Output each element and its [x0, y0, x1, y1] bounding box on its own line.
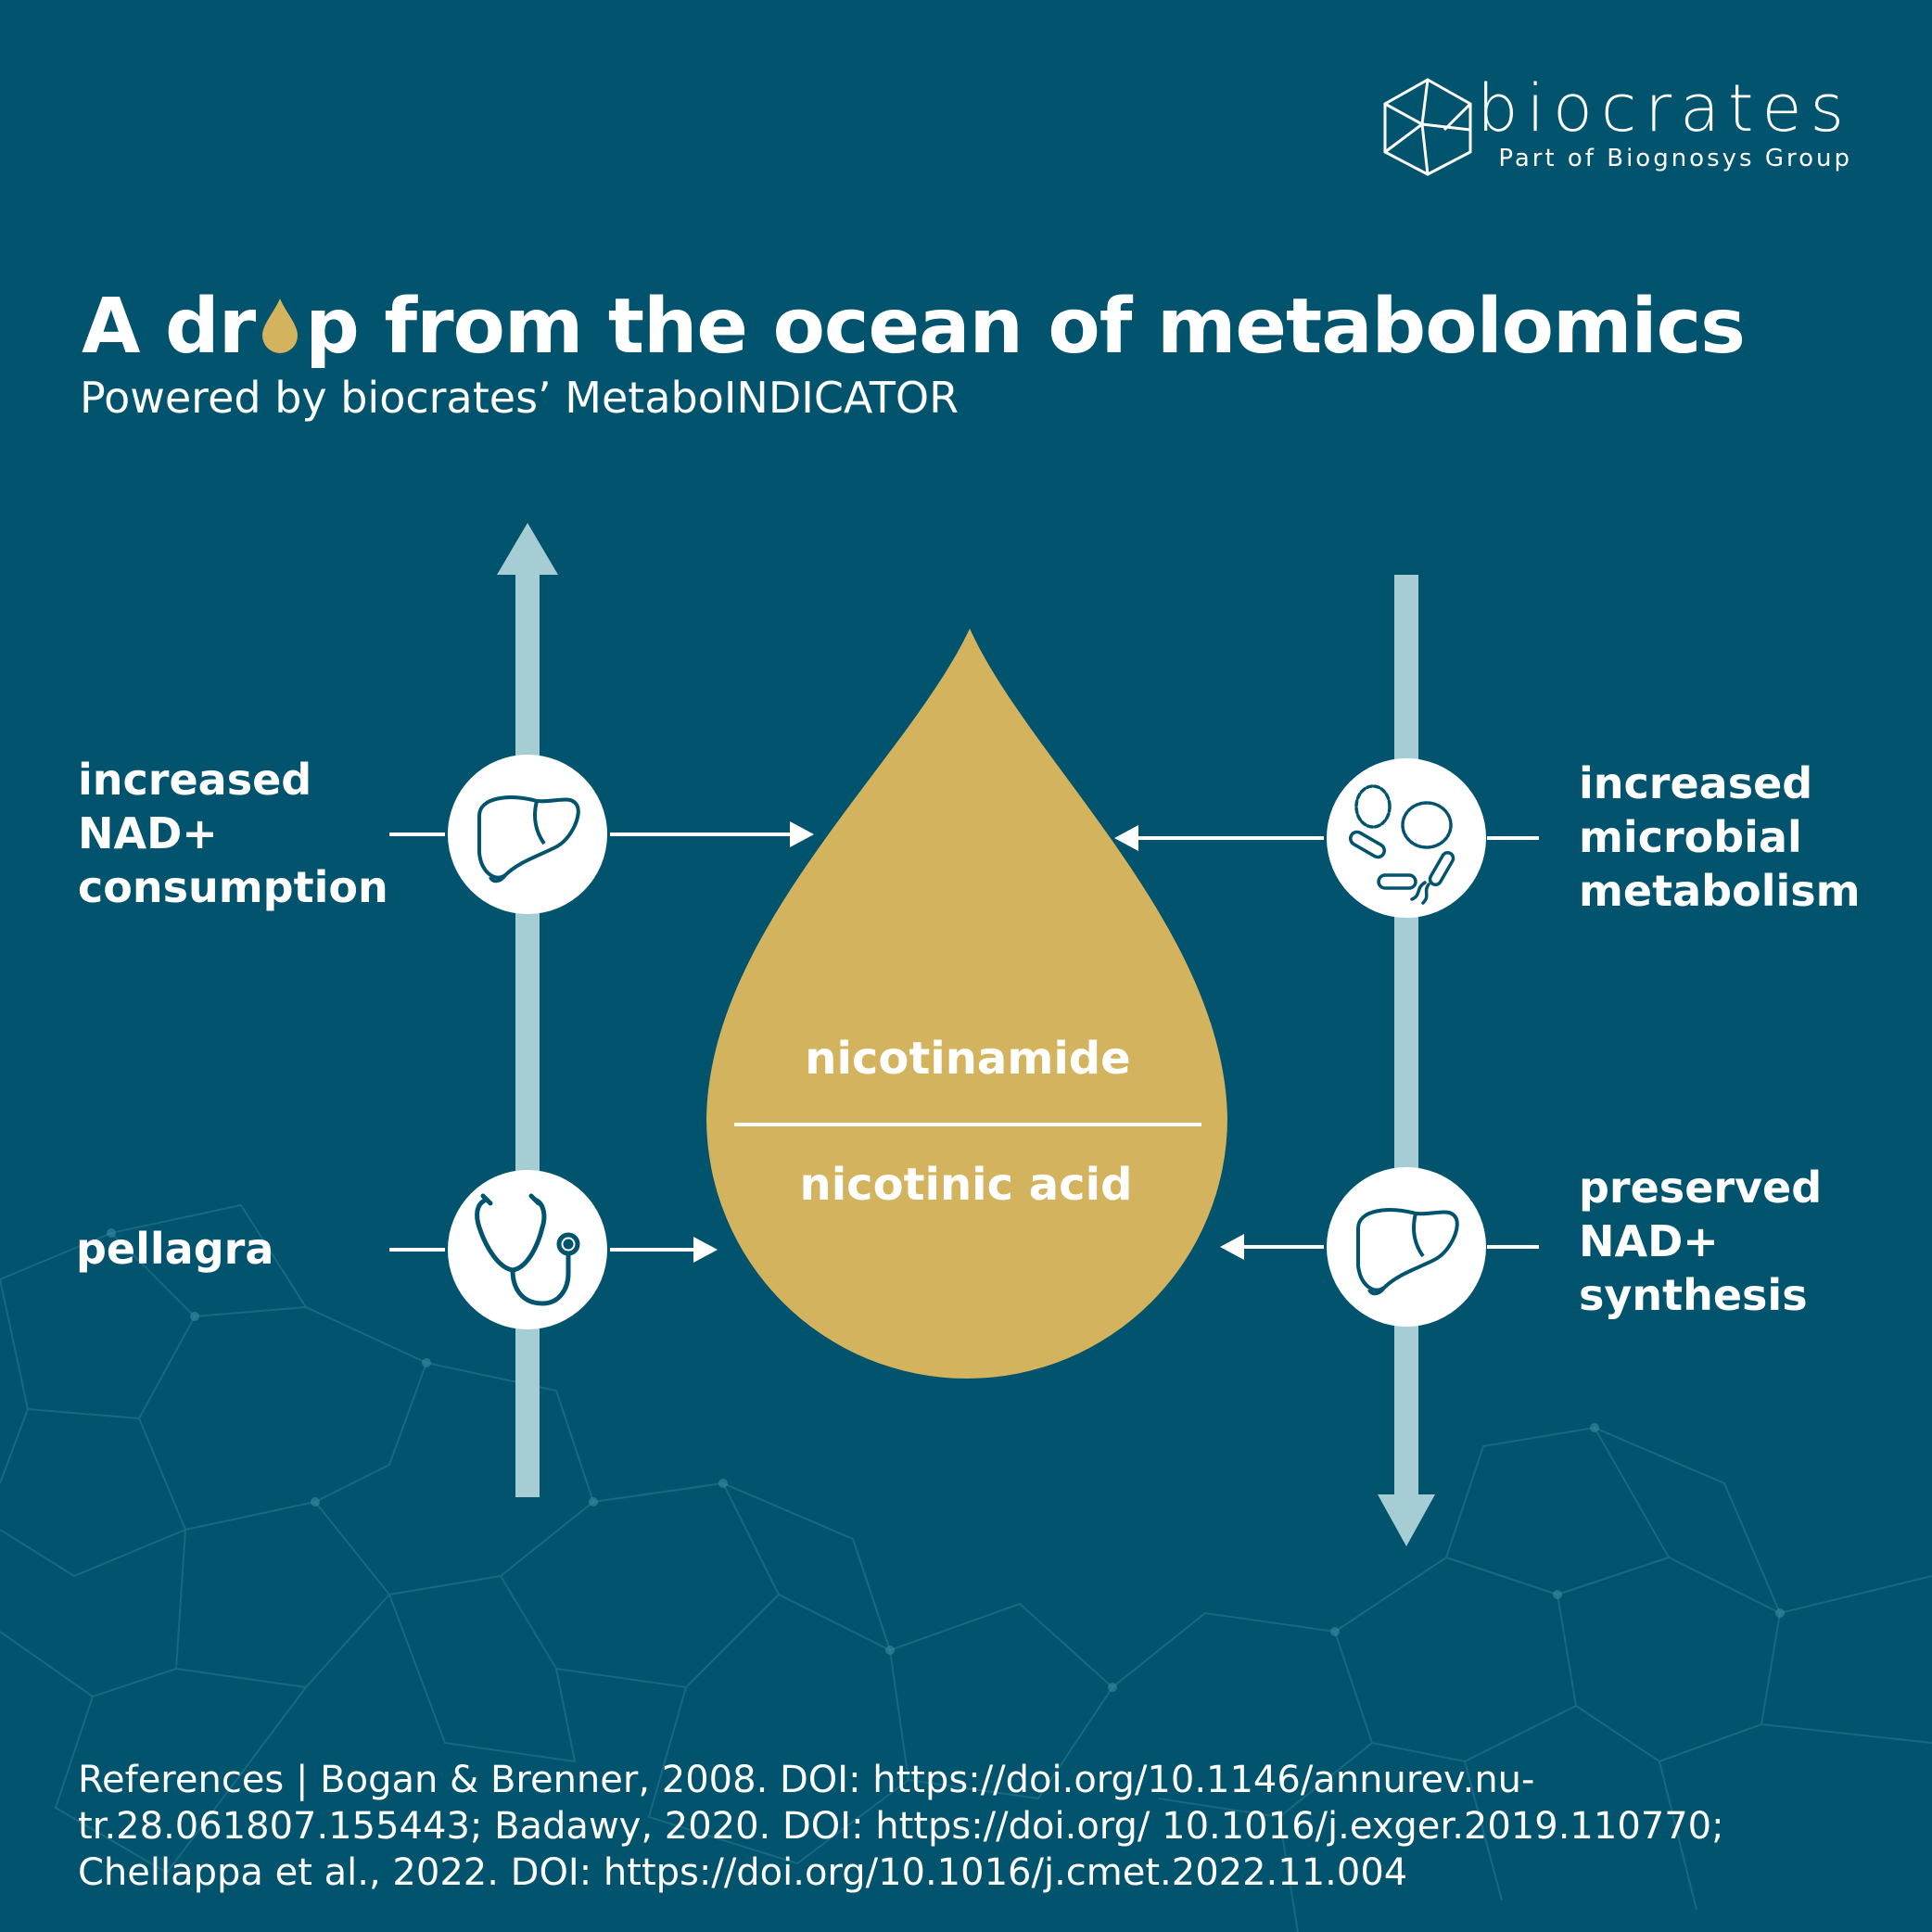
- title-part-2: p from the ocean of metabolomics: [305, 283, 1746, 371]
- liver-icon: [477, 795, 580, 883]
- left-arrow-shaft: [515, 566, 540, 1497]
- left-top-circle: [448, 755, 607, 914]
- label-preserved-nad-synthesis: preserved NAD+ synthesis: [1579, 1163, 1823, 1320]
- left-arrow-head: [497, 523, 558, 575]
- left-bottom-circle: [448, 1170, 607, 1329]
- drop-label-nicotinic-acid: nicotinic acid: [799, 1159, 1133, 1211]
- right-arrow-shaft: [1394, 575, 1418, 1502]
- right-bottom-circle: [1327, 1167, 1486, 1327]
- brand-block: biocrates Part of Biognosys Group: [1477, 76, 1852, 172]
- liver-icon: [1356, 1208, 1459, 1296]
- drop-label-nicotinamide: nicotinamide: [805, 1033, 1131, 1085]
- title-drop-icon: [262, 299, 299, 353]
- microbes-icon: [1348, 784, 1455, 905]
- label-increased-nad-consumption: increased NAD+ consumption: [78, 755, 388, 912]
- stethoscope-icon: [475, 1193, 580, 1306]
- brand-tagline: Part of Biognosys Group: [1498, 145, 1852, 172]
- title-part-1: A dr: [82, 283, 256, 371]
- label-pellagra: pellagra: [76, 1224, 274, 1274]
- page-subtitle: Powered by biocrates’ MetaboINDICATOR: [80, 373, 960, 423]
- central-drop: [706, 629, 1227, 1379]
- biocrates-logo-icon: [1383, 78, 1472, 176]
- right-arrow-head: [1378, 1494, 1435, 1546]
- references: References | Bogan & Brenner, 2008. DOI:…: [78, 1759, 1724, 1894]
- label-increased-microbial-metabolism: increased microbial metabolism: [1579, 758, 1861, 916]
- page-title: A dr p from the ocean of metabolomics: [82, 283, 1746, 371]
- brand-name: biocrates: [1477, 70, 1852, 146]
